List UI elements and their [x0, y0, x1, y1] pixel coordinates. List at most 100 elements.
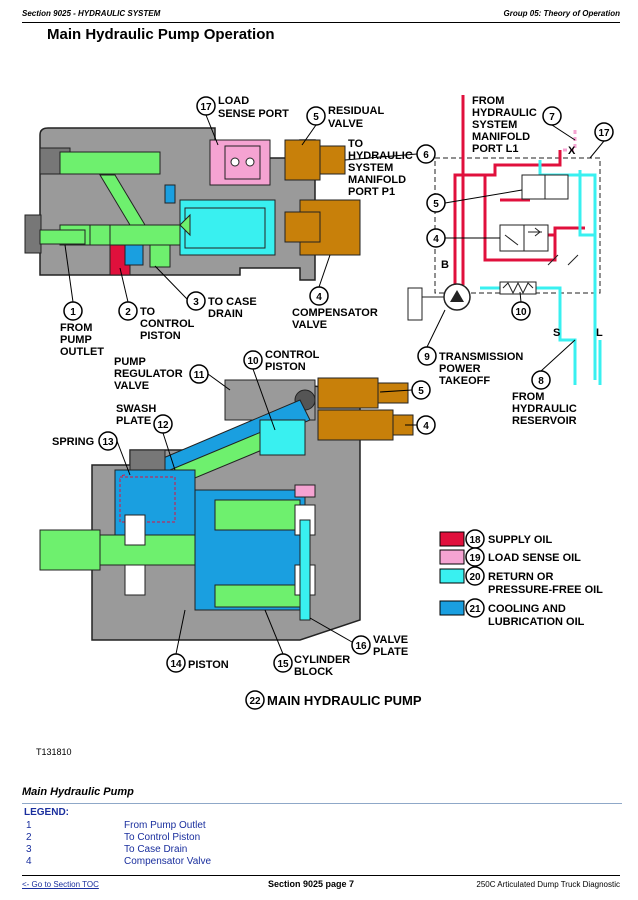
svg-text:19: 19	[469, 553, 481, 564]
svg-text:PRESSURE-FREE OIL: PRESSURE-FREE OIL	[488, 584, 603, 596]
legend-swatch-cooling	[439, 600, 465, 616]
svg-text:5: 5	[433, 199, 439, 210]
schematic-b: B	[441, 259, 449, 271]
svg-text:21: 21	[469, 604, 481, 615]
svg-text:FROM: FROM	[472, 95, 504, 107]
svg-text:RETURN OR: RETURN OR	[488, 571, 553, 583]
svg-text:TO: TO	[140, 306, 156, 318]
svg-text:3: 3	[193, 297, 199, 308]
svg-text:PISTON: PISTON	[265, 361, 306, 373]
svg-text:5: 5	[313, 112, 319, 123]
svg-text:PORT L1: PORT L1	[472, 143, 518, 155]
svg-text:4: 4	[423, 421, 429, 432]
svg-text:FROM: FROM	[60, 322, 92, 334]
svg-text:11: 11	[194, 370, 205, 381]
svg-text:CYLINDER: CYLINDER	[294, 654, 350, 666]
svg-text:COMPENSATOR: COMPENSATOR	[292, 307, 378, 319]
legend-swatch-return	[439, 568, 465, 584]
svg-text:OUTLET: OUTLET	[60, 346, 104, 358]
legend-value: To Control Piston	[124, 832, 201, 843]
svg-text:FROM: FROM	[512, 391, 544, 403]
svg-text:SYSTEM: SYSTEM	[472, 119, 517, 131]
svg-text:PISTON: PISTON	[188, 659, 229, 671]
svg-text:4: 4	[316, 292, 322, 303]
legend-table: LEGEND: 1 From Pump Outlet 2 To Control …	[22, 803, 622, 868]
svg-text:BLOCK: BLOCK	[294, 666, 333, 678]
svg-text:SENSE PORT: SENSE PORT	[218, 108, 289, 120]
svg-text:COOLING AND: COOLING AND	[488, 603, 566, 615]
cross-section-top	[24, 127, 361, 281]
legend-swatch-load-sense	[439, 549, 465, 565]
svg-text:CONTROL: CONTROL	[265, 349, 320, 361]
svg-text:MANIFOLD: MANIFOLD	[348, 174, 406, 186]
svg-text:PUMP: PUMP	[114, 356, 146, 368]
svg-text:PISTON: PISTON	[140, 330, 181, 342]
svg-text:10: 10	[515, 307, 527, 318]
svg-text:13: 13	[102, 437, 114, 448]
group-title: Group 05: Theory of Operation	[503, 9, 620, 18]
svg-text:SPRING: SPRING	[52, 436, 94, 448]
svg-text:10: 10	[247, 356, 259, 367]
svg-text:5: 5	[418, 386, 424, 397]
svg-text:VALVE: VALVE	[373, 634, 408, 646]
svg-text:12: 12	[157, 420, 169, 431]
svg-text:7: 7	[549, 112, 555, 123]
page-footer: <- Go to Section TOC Section 9025 page 7…	[22, 875, 620, 889]
callout-numbers: 17 5 6 7 17 5 4 1 2 3 4 10 9 8 10 11 5 1…	[70, 102, 610, 707]
svg-text:TAKEOFF: TAKEOFF	[439, 375, 490, 387]
svg-text:16: 16	[355, 641, 367, 652]
svg-text:REGULATOR: REGULATOR	[114, 368, 183, 380]
schematic-s: S	[553, 327, 560, 339]
section-toc-link[interactable]: <- Go to Section TOC	[22, 880, 99, 889]
svg-text:2: 2	[125, 307, 131, 318]
svg-text:20: 20	[469, 572, 481, 583]
diagram-main-label: MAIN HYDRAULIC PUMP	[267, 693, 422, 708]
svg-text:1: 1	[70, 307, 76, 318]
svg-text:SWASH: SWASH	[116, 403, 156, 415]
svg-text:TRANSMISSION: TRANSMISSION	[439, 351, 523, 363]
color-legend: SUPPLY OIL LOAD SENSE OIL RETURN OR PRES…	[439, 531, 603, 628]
figure-caption: Main Hydraulic Pump	[22, 786, 134, 798]
figure-id: T131810	[36, 747, 72, 757]
hydraulic-diagram: X B S L	[24, 95, 614, 710]
svg-text:HYDRAULIC: HYDRAULIC	[512, 403, 577, 415]
svg-text:17: 17	[598, 128, 610, 139]
page-number: Section 9025 page 7	[268, 879, 355, 889]
svg-text:RESIDUAL: RESIDUAL	[328, 105, 385, 117]
svg-text:SYSTEM: SYSTEM	[348, 162, 393, 174]
legend-swatch-supply	[439, 531, 465, 547]
page-title: Main Hydraulic Pump Operation	[47, 26, 275, 43]
diagram-labels: LOAD SENSE PORT RESIDUAL VALVE TO HYDRAU…	[52, 95, 577, 678]
svg-text:LOAD SENSE OIL: LOAD SENSE OIL	[488, 552, 581, 564]
svg-text:9: 9	[424, 352, 430, 363]
schematic: X B S L	[407, 95, 603, 385]
section-title: Section 9025 - HYDRAULIC SYSTEM	[22, 9, 161, 18]
callouts	[63, 96, 614, 710]
svg-text:PUMP: PUMP	[60, 334, 92, 346]
page-header: Section 9025 - HYDRAULIC SYSTEM Group 05…	[22, 6, 620, 23]
svg-text:6: 6	[423, 150, 429, 161]
svg-text:PLATE: PLATE	[116, 415, 151, 427]
pump-cutaway	[39, 377, 414, 641]
legend-key: 3	[26, 844, 32, 855]
svg-text:TO CASE: TO CASE	[208, 296, 257, 308]
legend-key: 4	[26, 856, 32, 867]
legend-row: 2 To Control Piston	[22, 832, 622, 844]
legend-row: 3 To Case Drain	[22, 844, 622, 856]
svg-text:4: 4	[433, 234, 439, 245]
legend-row: 4 Compensator Valve	[22, 856, 622, 868]
legend-heading: LEGEND:	[24, 807, 69, 818]
legend-row: 1 From Pump Outlet	[22, 820, 622, 832]
svg-text:22: 22	[249, 696, 261, 707]
svg-text:SUPPLY OIL: SUPPLY OIL	[488, 534, 552, 546]
svg-text:HYDRAULIC: HYDRAULIC	[348, 150, 413, 162]
svg-text:RESERVOIR: RESERVOIR	[512, 415, 577, 427]
svg-text:CONTROL: CONTROL	[140, 318, 195, 330]
svg-text:POWER: POWER	[439, 363, 481, 375]
svg-text:PLATE: PLATE	[373, 646, 408, 658]
svg-text:MANIFOLD: MANIFOLD	[472, 131, 530, 143]
legend-value: To Case Drain	[124, 844, 188, 855]
svg-text:TO: TO	[348, 138, 364, 150]
svg-text:VALVE: VALVE	[292, 319, 327, 331]
svg-text:LOAD: LOAD	[218, 95, 249, 107]
